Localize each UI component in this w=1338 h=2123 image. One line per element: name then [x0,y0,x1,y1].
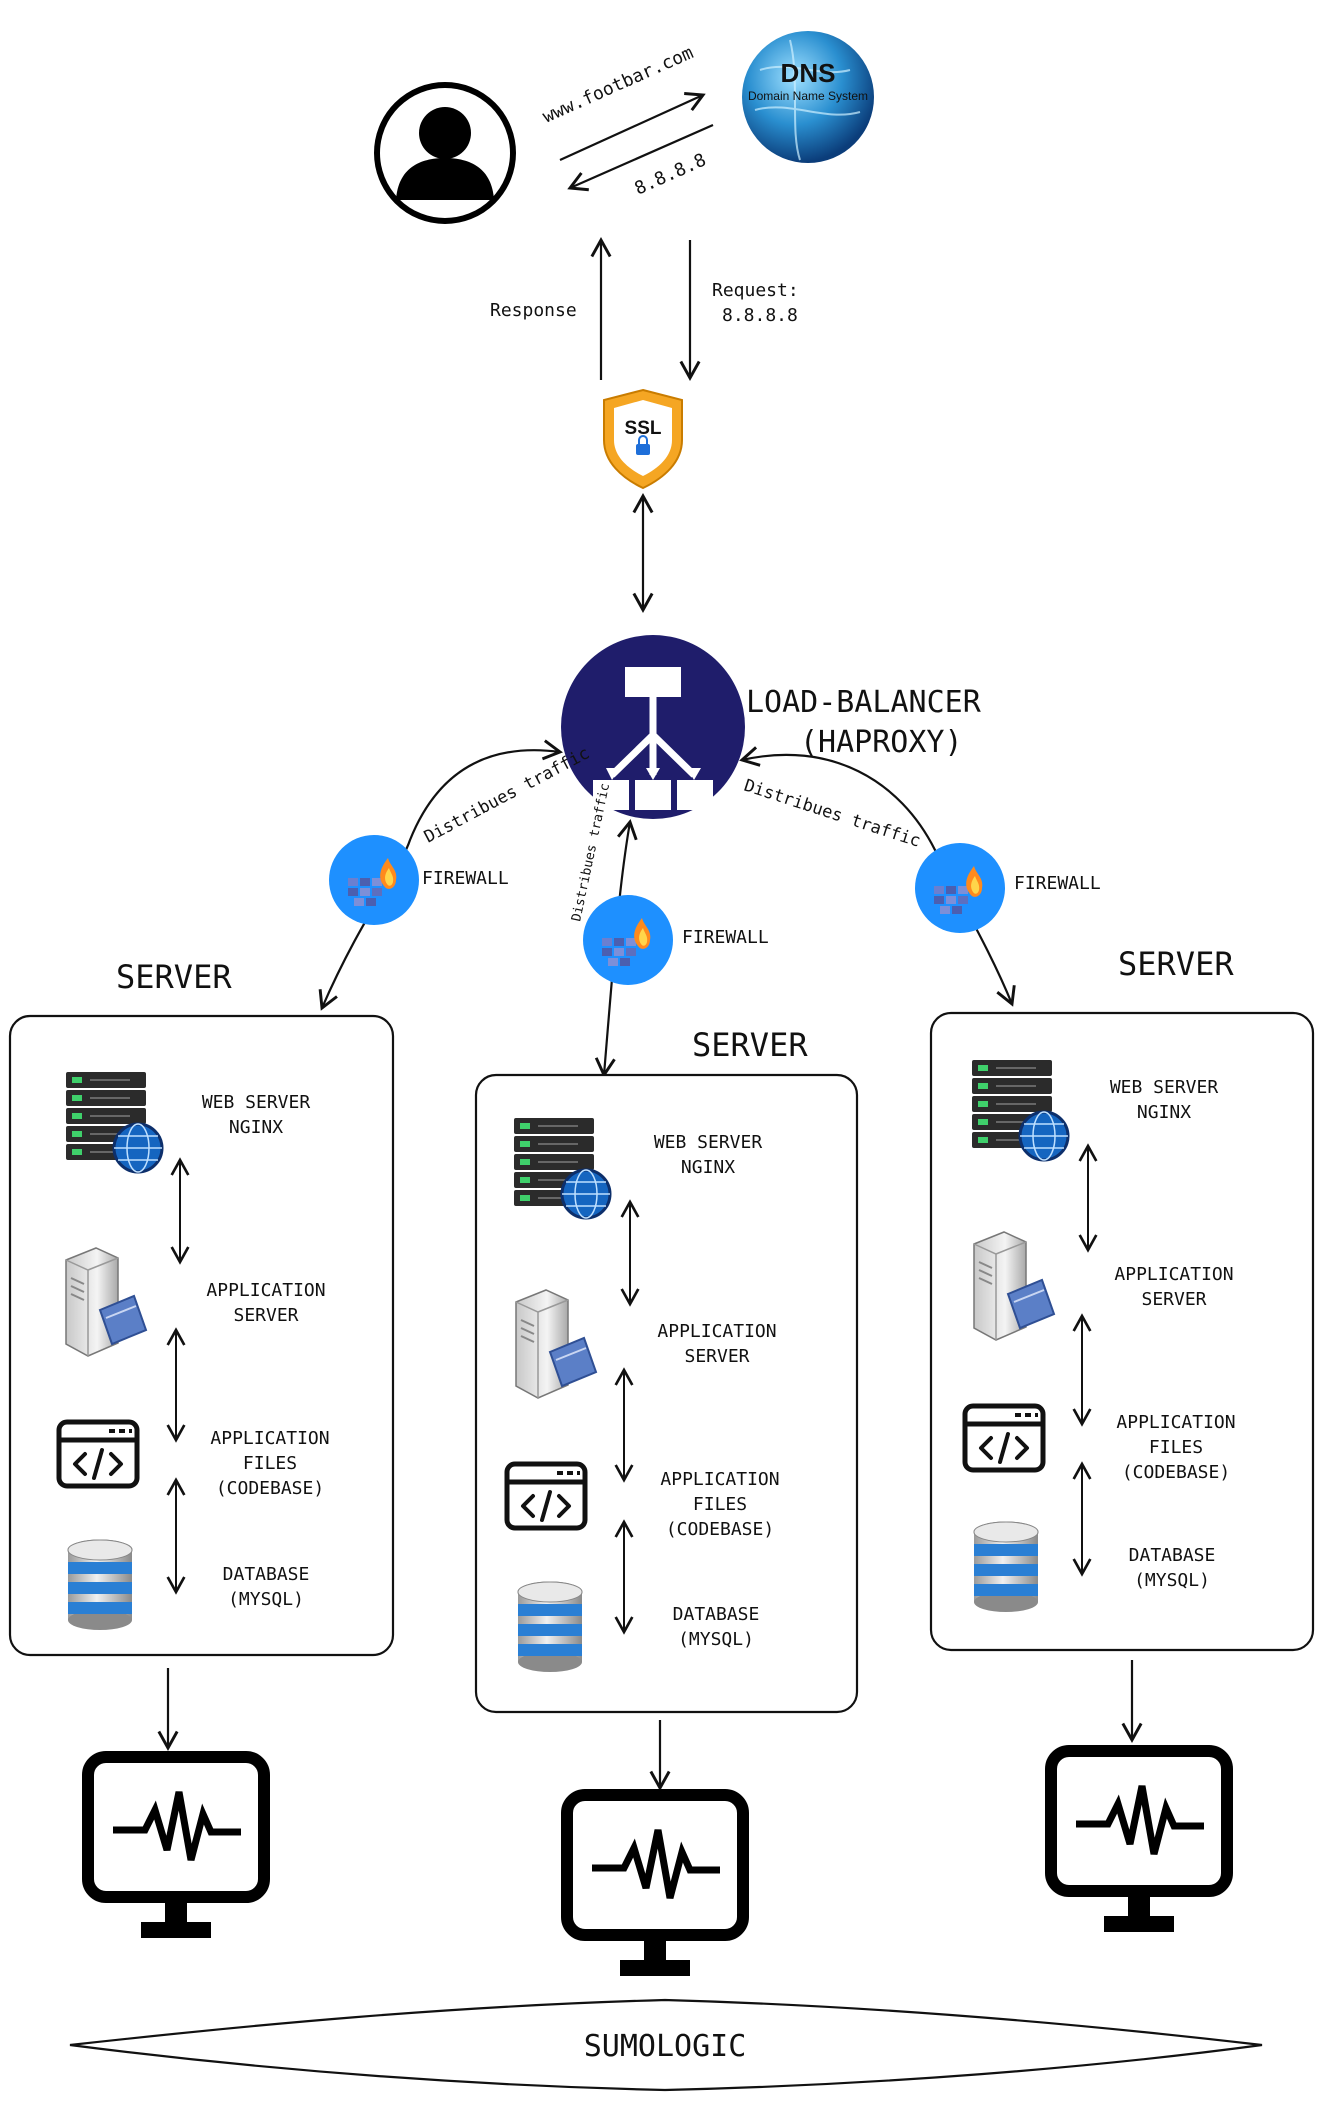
lb-to-left-server-link [318,739,563,1011]
sumologic-label: SUMOLOGIC [584,2029,747,2064]
sumologic-shape [69,1998,1263,2092]
web-server-label-1: WEB SERVER [1110,1077,1219,1098]
app-files-label-2: FILES [1149,1437,1203,1458]
code-files-icon [965,1406,1043,1470]
code-files-icon [59,1422,137,1486]
app-files-label-2: FILES [243,1453,297,1474]
app-files-label-3: (CODEBASE) [666,1519,774,1540]
server-middle: WEB SERVER NGINX APPLICATION SERVER APPL… [507,1116,780,1673]
web-server-label-1: WEB SERVER [202,1092,311,1113]
app-server-label-2: SERVER [684,1346,749,1367]
lb-label-line2: (HAPROXY) [800,725,963,760]
dns-request-arrow [559,92,706,162]
monitoring-icon-middle [567,1795,743,1976]
server-title-left: SERVER [116,958,232,996]
app-files-label-3: (CODEBASE) [1122,1462,1230,1483]
server-box-middle [474,1073,859,1714]
server-right: WEB SERVER NGINX APPLICATION SERVER APPL… [965,1058,1236,1613]
firewall-icon-middle [583,895,673,985]
database-label-2: (MYSQL) [678,1629,754,1650]
lb-to-right-server-link [739,746,1016,1007]
firewall-label-left: FIREWALL [422,868,509,889]
app-files-label-1: APPLICATION [1116,1412,1235,1433]
server-title-middle: SERVER [692,1026,808,1064]
dns-response-label: 8.8.8.8 [631,150,709,200]
load-balancer-icon [561,635,745,819]
code-files-icon [507,1464,585,1528]
database-label-1: DATABASE [1129,1545,1216,1566]
app-files-label-2: FILES [693,1494,747,1515]
server-box-left [8,1014,395,1657]
web-server-label-2: NGINX [229,1117,283,1138]
database-icon [517,1581,583,1673]
database-icon [67,1539,133,1631]
dns-response-arrow [567,123,714,192]
database-label-2: (MYSQL) [228,1589,304,1610]
dns-subtitle: Domain Name System [748,89,868,103]
database-icon [973,1521,1039,1613]
server-left: WEB SERVER NGINX APPLICATION SERVER APPL… [59,1070,330,1631]
dns-icon: DNS Domain Name System [742,31,874,163]
dns-title: DNS [781,58,836,88]
ssl-label: SSL [625,418,662,439]
ssl-shield-icon: SSL [603,388,683,490]
monitoring-icon-right [1051,1751,1227,1932]
app-server-label-2: SERVER [1141,1289,1206,1310]
app-files-label-3: (CODEBASE) [216,1478,324,1499]
distributes-traffic-right: Distribues traffic [741,776,922,852]
server-title-right: SERVER [1118,945,1234,983]
database-label-1: DATABASE [673,1604,760,1625]
app-files-label-1: APPLICATION [660,1469,779,1490]
app-server-label-1: APPLICATION [657,1321,776,1342]
monitoring-icon-left [88,1757,264,1938]
user-avatar [374,82,516,224]
firewall-label-right: FIREWALL [1014,873,1101,894]
request-label-line2: 8.8.8.8 [722,305,798,326]
server-box-right [929,1011,1315,1652]
database-label-1: DATABASE [223,1564,310,1585]
lb-label-line1: LOAD-BALANCER [746,685,982,720]
request-label-line1: Request: [712,280,799,301]
app-server-label-1: APPLICATION [1114,1264,1233,1285]
dns-request-label: www.footbar.com [539,42,696,127]
firewall-label-middle: FIREWALL [682,927,769,948]
distributes-traffic-left: Distribues traffic [421,743,593,847]
response-label: Response [490,300,577,321]
web-server-label-1: WEB SERVER [654,1132,763,1153]
app-server-label-2: SERVER [233,1305,298,1326]
app-server-label-1: APPLICATION [206,1280,325,1301]
database-label-2: (MYSQL) [1134,1570,1210,1591]
firewall-icon-left [329,835,419,925]
web-server-label-2: NGINX [681,1157,735,1178]
firewall-icon-right [915,843,1005,933]
web-server-label-2: NGINX [1137,1102,1191,1123]
app-files-label-1: APPLICATION [210,1428,329,1449]
